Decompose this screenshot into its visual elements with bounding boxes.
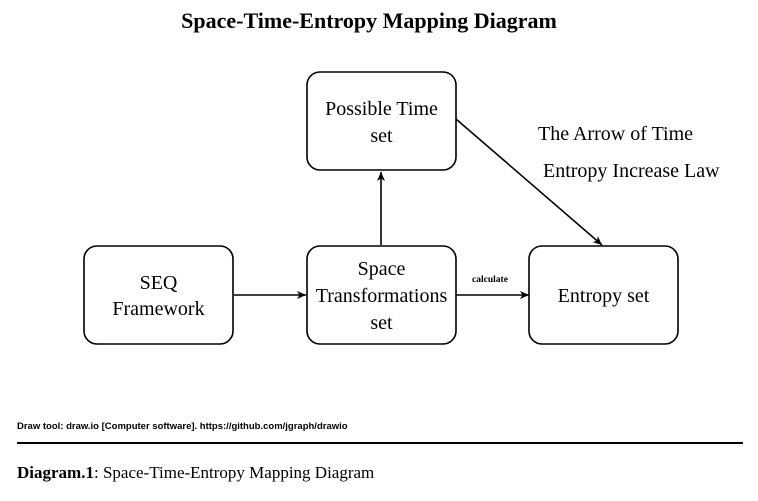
edge-label-arrow-of-time: The Arrow of Time (538, 123, 693, 145)
edge-label-calculate: calculate (472, 275, 508, 285)
node-space-line1: Space (358, 258, 406, 280)
node-entropy-line1: Entropy set (558, 285, 650, 307)
node-time-line2: set (370, 125, 393, 147)
node-space-line2: Transformations (316, 285, 448, 307)
diagram-title: Space-Time-Entropy Mapping Diagram (181, 8, 557, 33)
node-possible-time-set: Possible Time set (306, 71, 457, 171)
draw-tool-credit: Draw tool: draw.io [Computer software]. … (17, 421, 348, 432)
caption-separator: : (93, 463, 103, 482)
edge-time-to-entropy (455, 118, 603, 246)
figure-caption: Diagram.1: Space-Time-Entropy Mapping Di… (17, 463, 374, 483)
node-space-line3: set (370, 312, 393, 334)
caption-text: Space-Time-Entropy Mapping Diagram (102, 463, 375, 482)
node-seq-line2: Framework (112, 298, 204, 320)
node-seq-framework: SEQ Framework (83, 245, 234, 345)
node-entropy-set: Entropy set (528, 245, 679, 345)
node-space-transformations-set: Space Transformations set (306, 245, 457, 345)
node-seq-line1: SEQ (140, 272, 178, 294)
edge-label-entropy-increase-law: Entropy Increase Law (543, 160, 720, 182)
caption-label: Diagram.1 (17, 463, 94, 482)
node-time-line1: Possible Time (325, 98, 438, 120)
caption-divider (17, 442, 743, 444)
